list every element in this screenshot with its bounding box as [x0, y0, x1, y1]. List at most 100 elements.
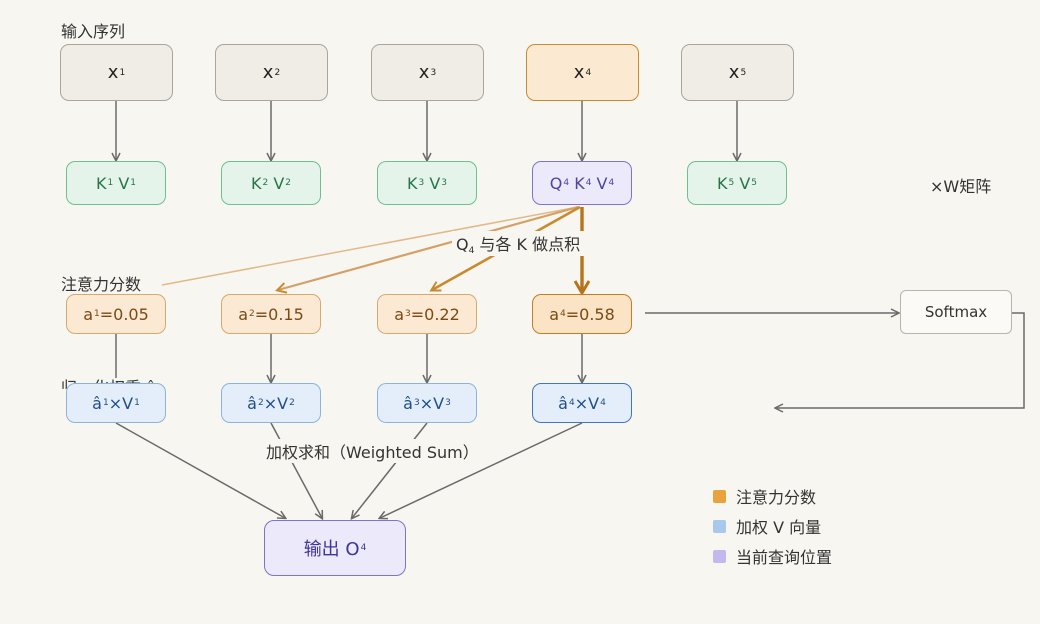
score-value: =0.22 — [410, 304, 460, 324]
value-index: 5 — [751, 178, 757, 188]
score-index: 2 — [249, 309, 255, 319]
weight-op: ×V — [108, 393, 134, 413]
weight-index: 4 — [568, 398, 575, 408]
key-label: K — [95, 173, 107, 193]
weight-symbol: â — [92, 393, 102, 413]
value-label: V — [429, 173, 441, 193]
score-index: 4 — [560, 309, 566, 319]
input-sequence-label: 输入序列 — [61, 22, 126, 41]
score-name: a — [238, 304, 249, 324]
input-token-name: x — [728, 62, 740, 83]
dot-product-text: 与各 K 做点积 — [479, 235, 581, 254]
weight-op: ×V — [419, 393, 445, 413]
score-value: =0.05 — [99, 304, 149, 324]
output-label: 输出 O — [303, 539, 360, 560]
weight-op: ×V — [263, 393, 289, 413]
legend-swatch — [713, 549, 726, 563]
weight-index: 1 — [102, 398, 109, 408]
key-label: K — [406, 173, 418, 193]
score-value: =0.15 — [254, 304, 304, 324]
input-token-index: 4 — [585, 67, 592, 78]
weight-symbol: â — [403, 393, 413, 413]
value-index: 2 — [285, 178, 291, 188]
legend-label: 加权 V 向量 — [736, 518, 822, 537]
weighted-sum-label: 加权求和（Weighted Sum） — [262, 439, 483, 463]
value-label: V — [273, 173, 285, 193]
score-index: 1 — [94, 309, 100, 319]
score-value: =0.58 — [565, 304, 615, 324]
legend-label: 当前查询位置 — [736, 548, 833, 567]
input-token-index: 5 — [740, 67, 747, 78]
legend-swatch — [713, 489, 726, 503]
value-label: V — [739, 173, 751, 193]
key-index: 5 — [728, 178, 735, 188]
legend-label: 注意力分数 — [736, 488, 817, 507]
softmax-box: Softmax — [900, 290, 1012, 334]
input-token-name: x — [418, 62, 430, 83]
value-index: 3 — [445, 398, 451, 408]
legend-item-attention: 注意力分数 — [713, 484, 816, 508]
score-index: 3 — [405, 309, 411, 319]
value-index: 2 — [289, 398, 295, 408]
weight-index: 2 — [257, 398, 264, 408]
input-token-index: 3 — [430, 67, 437, 78]
dot-query: Q — [456, 235, 469, 254]
key-label: K — [250, 173, 262, 193]
dot-query-index: 4 — [468, 246, 475, 256]
value-index: 4 — [600, 398, 606, 408]
output-index: 4 — [360, 543, 367, 553]
key-index: 2 — [262, 178, 269, 188]
dot-product-label: Q4 与各 K 做点积 — [452, 231, 585, 256]
score-name: a — [83, 304, 94, 324]
value-index: 3 — [441, 178, 447, 188]
weight-symbol: â — [558, 393, 568, 413]
legend-item-weighted-v: 加权 V 向量 — [713, 514, 821, 538]
attention-scores-label: 注意力分数 — [61, 275, 142, 294]
weight-index: 3 — [413, 398, 420, 408]
input-token-name: x — [573, 62, 585, 83]
input-token-name: x — [107, 62, 119, 83]
value-index: 4 — [608, 178, 615, 188]
input-token-index: 2 — [274, 67, 281, 78]
key-index: 1 — [107, 178, 114, 188]
input-token-name: x — [262, 62, 274, 83]
key-index: 3 — [418, 178, 425, 188]
input-token-index: 1 — [119, 67, 126, 78]
value-index: 1 — [130, 178, 136, 188]
key-label: K — [716, 173, 728, 193]
query-index: 4 — [563, 178, 570, 188]
legend-item-query: 当前查询位置 — [713, 544, 832, 568]
value-label: V — [596, 173, 608, 193]
key-label: K — [574, 173, 585, 193]
weight-op: ×V — [574, 393, 600, 413]
value-label: V — [118, 173, 130, 193]
legend-swatch — [713, 519, 726, 533]
key-index: 4 — [585, 178, 592, 188]
score-name: a — [549, 304, 560, 324]
score-name: a — [394, 304, 405, 324]
value-index: 1 — [134, 398, 140, 408]
query-label: Q — [549, 173, 563, 193]
weight-symbol: â — [247, 393, 257, 413]
matrix-op-label: ×W矩阵 — [930, 177, 992, 196]
